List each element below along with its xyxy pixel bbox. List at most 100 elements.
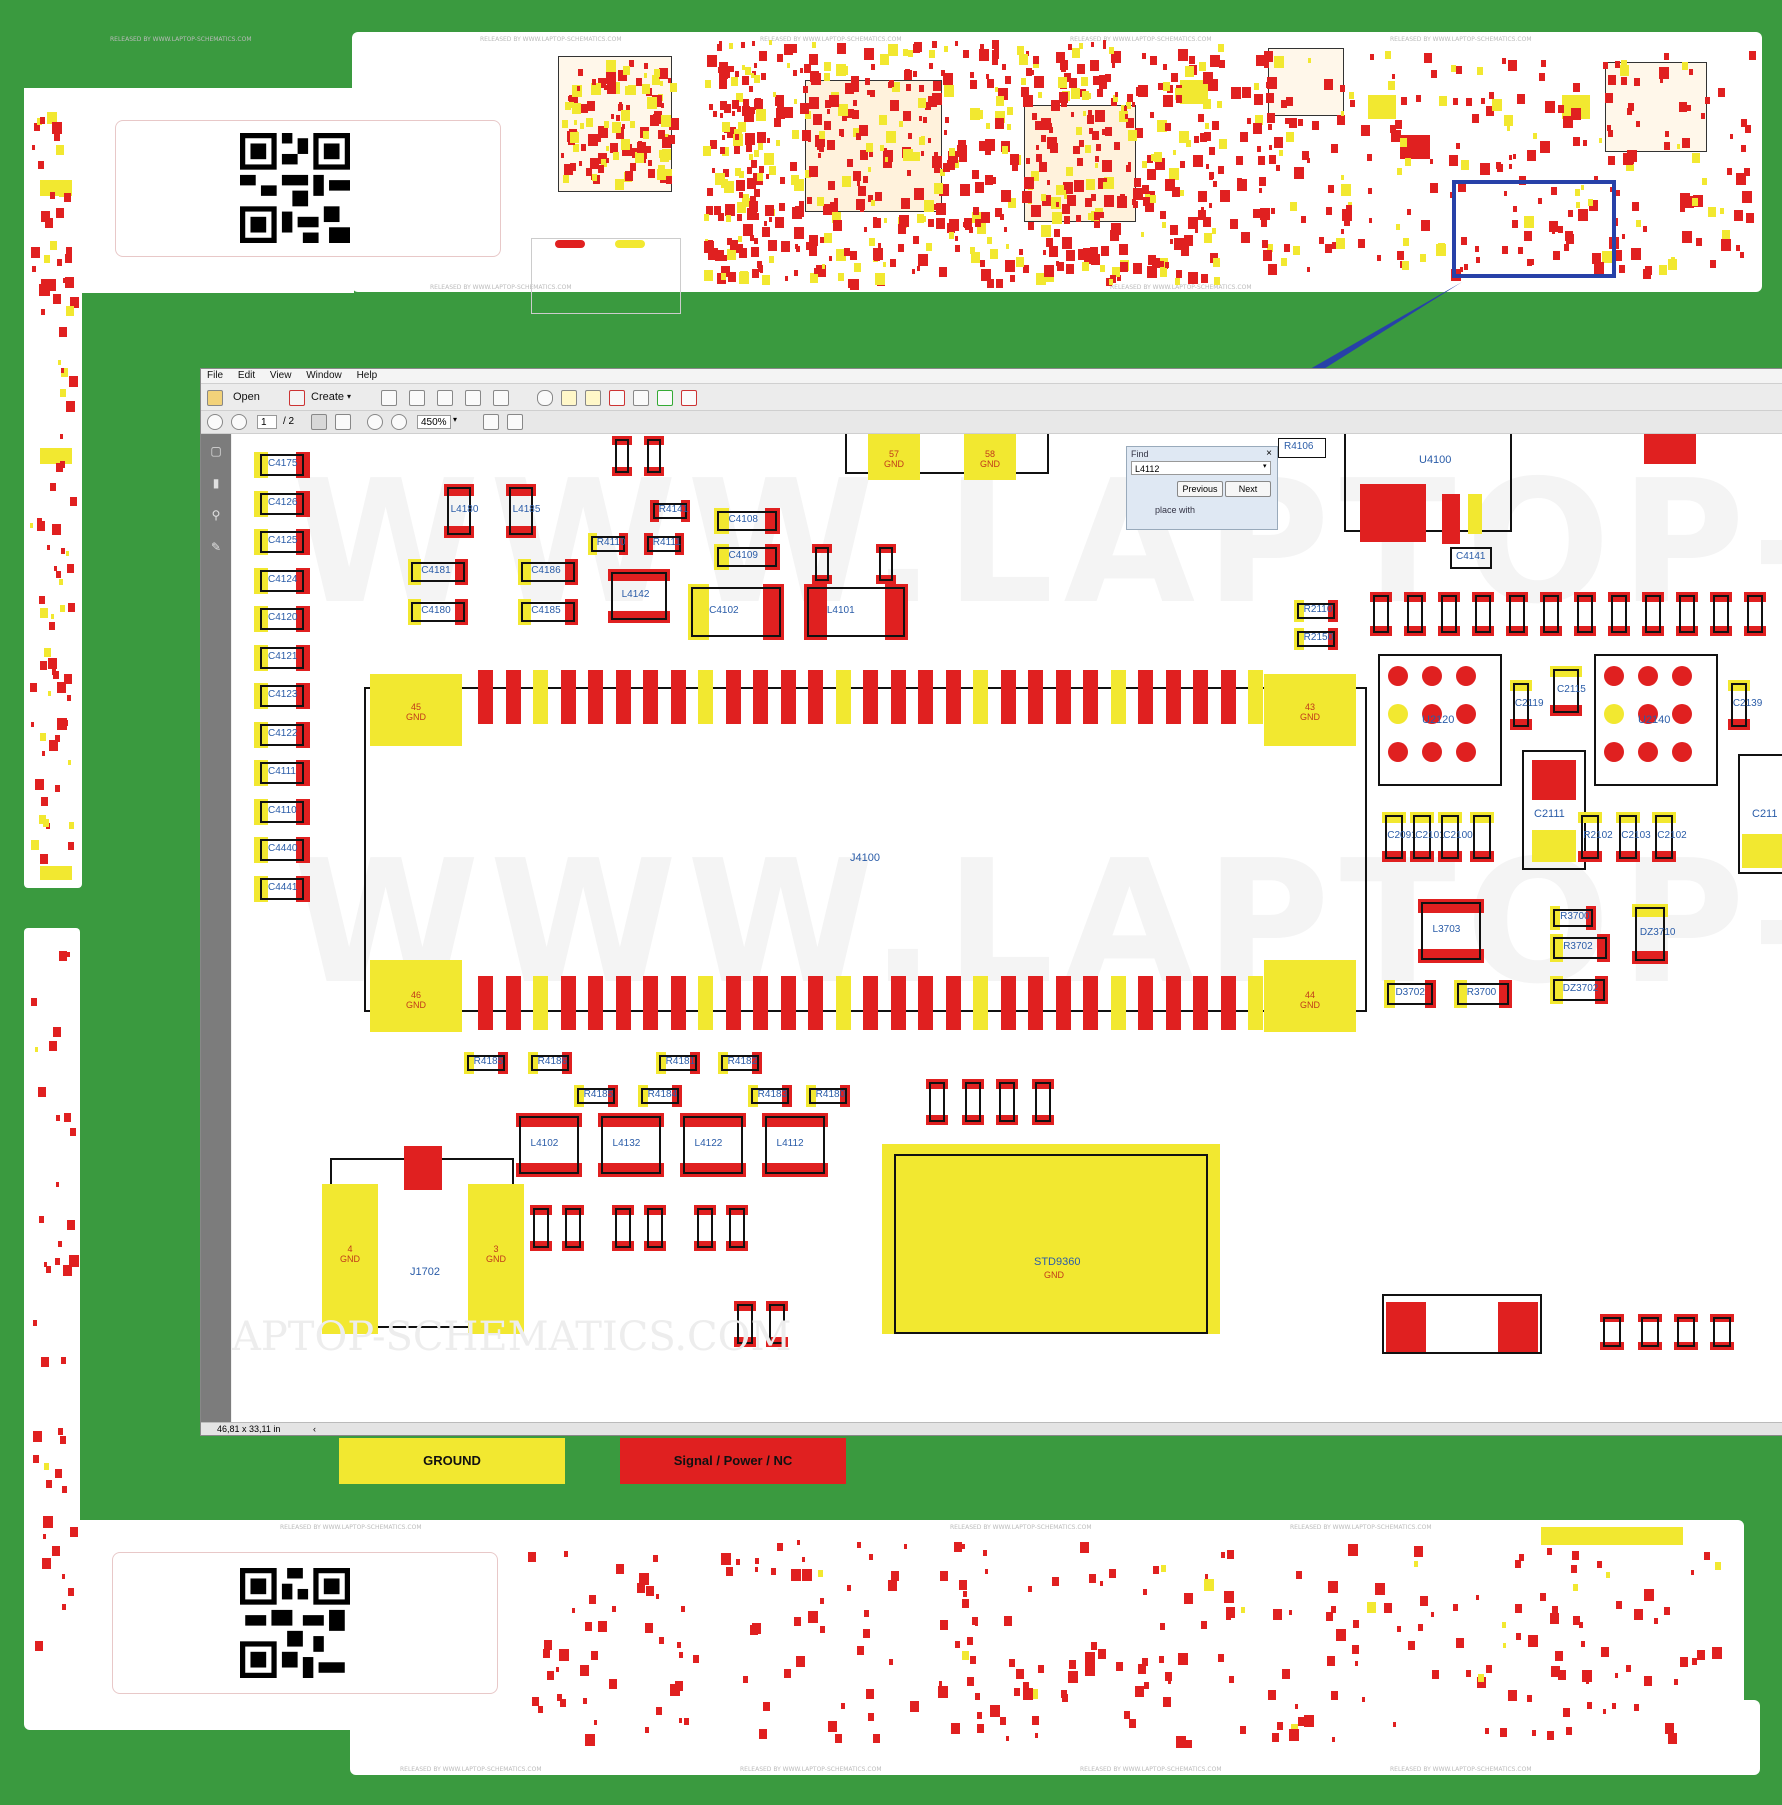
component[interactable]: L4132 <box>598 1113 664 1177</box>
stamp-icon[interactable] <box>585 390 601 406</box>
sign-icon[interactable] <box>681 390 697 406</box>
component[interactable]: R4185 <box>464 1052 508 1074</box>
capacitor[interactable]: C4121 <box>254 644 310 671</box>
chip-c211[interactable] <box>1738 754 1782 874</box>
scroll-left-icon[interactable]: ‹ <box>313 1424 316 1434</box>
menu-help[interactable]: Help <box>356 370 378 381</box>
chevron-down-icon[interactable]: ▾ <box>1263 463 1267 470</box>
component[interactable]: R4186 <box>528 1052 572 1074</box>
component[interactable]: DZ3710 <box>1632 904 1675 964</box>
component[interactable]: L4101 <box>804 584 908 640</box>
create-icon[interactable] <box>289 390 305 406</box>
component[interactable]: C2115 <box>1550 666 1586 716</box>
component[interactable]: DZ3702 <box>1550 976 1608 1004</box>
export-icon[interactable] <box>657 390 673 406</box>
component[interactable] <box>1710 1314 1734 1350</box>
component[interactable] <box>1600 1314 1624 1350</box>
signature-icon[interactable]: ✎ <box>210 540 222 554</box>
hand-tool-icon[interactable] <box>335 414 351 430</box>
component[interactable] <box>726 1205 748 1251</box>
connector-j4100[interactable] <box>364 687 1367 1012</box>
component[interactable]: R2102 <box>1578 812 1613 862</box>
capacitor[interactable]: C4122 <box>254 721 310 748</box>
component[interactable]: D3702 <box>1384 980 1436 1008</box>
print-icon[interactable] <box>437 390 453 406</box>
component[interactable] <box>926 1079 948 1125</box>
edit-icon[interactable] <box>465 390 481 406</box>
component[interactable] <box>1470 812 1494 862</box>
component[interactable] <box>1710 592 1732 636</box>
component[interactable] <box>962 1079 984 1125</box>
page-number-input[interactable]: 1 <box>257 415 277 429</box>
component[interactable]: R4184 <box>638 1085 682 1107</box>
component[interactable]: C4109 <box>714 544 780 570</box>
find-input[interactable]: L4112 <box>1131 461 1271 475</box>
component[interactable]: C2102 <box>1652 812 1687 862</box>
component[interactable]: C2101 <box>1410 812 1445 862</box>
component[interactable]: L3703 <box>1418 899 1484 963</box>
component[interactable] <box>1506 592 1528 636</box>
comment-icon[interactable] <box>561 390 577 406</box>
create-button[interactable]: Create <box>311 391 345 403</box>
capacitor[interactable]: C4111 <box>254 760 310 786</box>
component[interactable] <box>1540 592 1562 636</box>
component[interactable] <box>562 1205 584 1251</box>
chevron-down-icon[interactable]: ▾ <box>347 392 352 401</box>
fit-width-icon[interactable] <box>507 414 523 430</box>
doc-icon[interactable] <box>633 390 649 406</box>
component[interactable] <box>766 1301 788 1347</box>
component[interactable] <box>644 1205 666 1251</box>
component[interactable]: R4182 <box>718 1052 762 1074</box>
capacitor[interactable]: C4124 <box>254 567 310 594</box>
capacitor[interactable]: C4123 <box>254 683 310 709</box>
component[interactable]: R3700 <box>1454 980 1512 1008</box>
component[interactable]: C4186 <box>518 559 578 585</box>
component[interactable]: R4180 <box>806 1085 850 1107</box>
component[interactable]: R4111 <box>644 533 684 555</box>
pages-icon[interactable]: ▢ <box>210 444 222 458</box>
chip-u21xx[interactable] <box>1378 654 1502 786</box>
cloud-icon[interactable] <box>409 390 425 406</box>
find-previous-button[interactable]: Previous <box>1177 481 1223 497</box>
component[interactable] <box>1438 592 1460 636</box>
component[interactable]: R2150 <box>1294 628 1338 650</box>
component[interactable]: L4122 <box>680 1113 746 1177</box>
component[interactable]: C4108 <box>714 508 780 534</box>
menu-view[interactable]: View <box>269 370 292 381</box>
component[interactable]: L4185 <box>506 484 540 538</box>
mail-icon[interactable] <box>493 390 509 406</box>
chip-c2111[interactable] <box>1522 750 1586 870</box>
component[interactable] <box>1744 592 1766 636</box>
component[interactable]: L4102 <box>516 1113 582 1177</box>
arrow-down-icon[interactable] <box>231 414 247 430</box>
capacitor[interactable]: C4110 <box>254 798 310 825</box>
gear-icon[interactable] <box>537 390 553 406</box>
menu-window[interactable]: Window <box>306 370 342 381</box>
component[interactable]: L4142 <box>608 569 670 623</box>
select-tool-icon[interactable] <box>311 414 327 430</box>
component[interactable] <box>644 436 664 476</box>
arrow-up-icon[interactable] <box>207 414 223 430</box>
component[interactable]: R4185 <box>574 1085 618 1107</box>
component[interactable]: R2110 <box>1294 600 1338 622</box>
component[interactable] <box>1032 1079 1054 1125</box>
find-next-button[interactable]: Next <box>1225 481 1271 497</box>
component[interactable]: R4181 <box>656 1052 700 1074</box>
component[interactable]: C4180 <box>408 599 468 625</box>
component[interactable]: R4183 <box>748 1085 792 1107</box>
component[interactable]: L4180 <box>444 484 478 538</box>
component[interactable] <box>876 544 896 584</box>
component[interactable] <box>1676 592 1698 636</box>
component[interactable]: C2100 <box>1438 812 1473 862</box>
zoom-select[interactable]: 450% <box>417 415 451 429</box>
capacitor[interactable]: C4175 <box>254 452 310 478</box>
component[interactable] <box>612 1205 634 1251</box>
component[interactable]: C2091 <box>1382 812 1417 862</box>
component[interactable] <box>1370 592 1392 636</box>
component[interactable]: R4141 <box>650 500 690 522</box>
fit-page-icon[interactable] <box>483 414 499 430</box>
component[interactable]: R3702 <box>1550 934 1610 962</box>
folder-icon[interactable] <box>207 390 223 406</box>
chevron-down-icon[interactable]: ▾ <box>453 415 458 424</box>
component[interactable]: C2103 <box>1616 812 1651 862</box>
